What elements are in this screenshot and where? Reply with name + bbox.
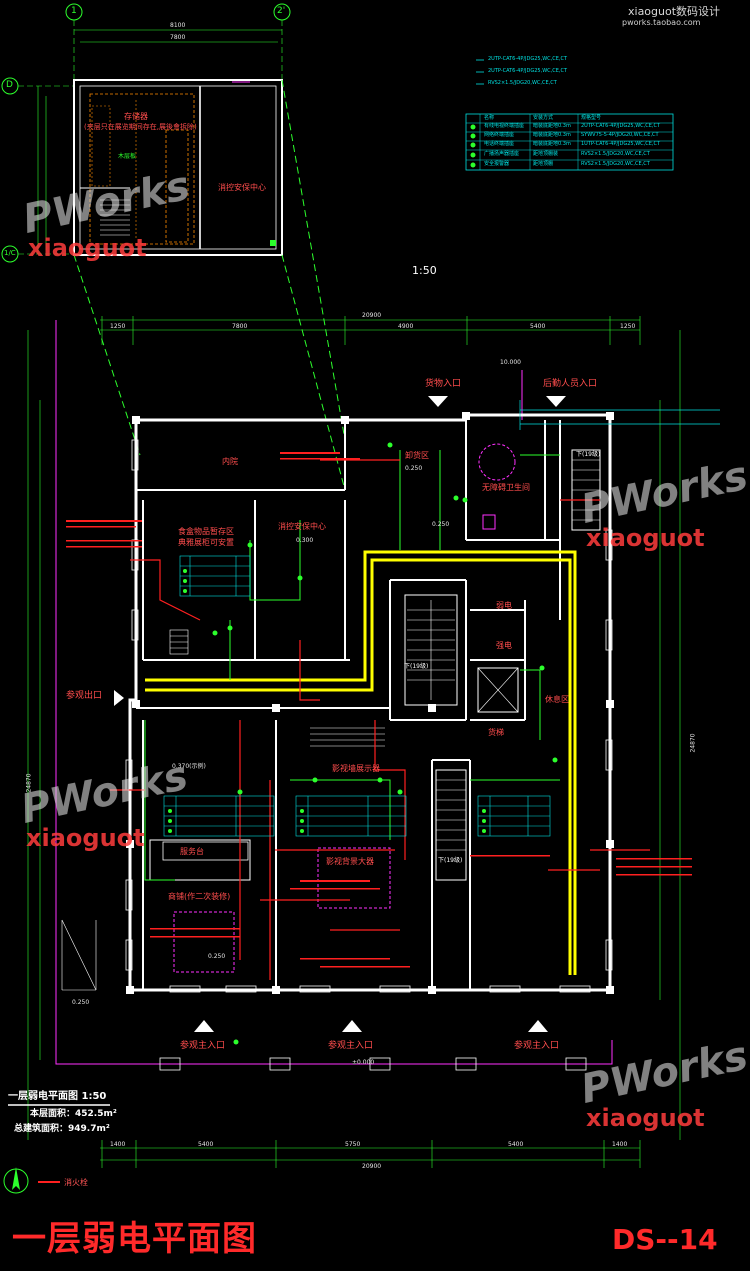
legend-cell: 有线电视终端插座 <box>484 123 525 129</box>
dim-right-total: 24870 <box>689 733 697 753</box>
room-shop: 商铺(作二次装修) <box>168 892 231 901</box>
dim-top-seg-2: 7800 <box>232 323 248 330</box>
entrance-main-2: 参观主入口 <box>328 1041 374 1051</box>
legend-cell: 暗装底距地0.3m <box>533 123 571 129</box>
legend-cell: 距地顶棚 <box>533 161 554 167</box>
legend-cell: 暗装底距地0.3m <box>533 132 571 138</box>
room-rest: 休息区 <box>545 695 569 704</box>
dim-bot-seg-4: 5400 <box>508 1141 524 1148</box>
legend-hydrant: 消火栓 <box>64 1178 88 1187</box>
legend-cell: 2UTP-CAT6-4P/JDG25,WC,CE,CT <box>581 123 661 129</box>
legend-cell: 网络终端插座 <box>484 132 515 138</box>
legend-cell: 电话终端插座 <box>484 141 515 147</box>
room-unload: 卸货区 <box>405 451 429 460</box>
room-strong: 强电 <box>496 641 512 650</box>
dim-top-seg-5: 1250 <box>620 323 636 330</box>
room-corridor: 内院 <box>222 457 238 466</box>
watermark-corner-line1: xiaoguot数码设计 <box>628 5 721 18</box>
scale-label: 1:50 <box>412 264 437 277</box>
level-4: 0.250 <box>432 521 450 528</box>
room-stair-2: 下(19级) <box>404 663 429 670</box>
room-store: 食盒物品暂存区 典雅展柜可安置 <box>178 527 234 548</box>
north-arrow-icon <box>3 1167 29 1194</box>
inset-plan <box>1 3 291 263</box>
legend-cell: 安全报警器 <box>484 161 510 167</box>
room-lift: 货梯 <box>488 728 504 737</box>
area-total: 总建筑面积：949.7m² <box>14 1124 110 1134</box>
dim-top-total: 20900 <box>362 312 382 319</box>
dim-bottom-total: 20900 <box>362 1163 382 1170</box>
axis-label-top-left: 1 <box>71 6 77 16</box>
room-inset-note: (夹层只在展览期间存在,展後會拆除) <box>84 123 197 131</box>
dim-top-seg-4: 5400 <box>530 323 546 330</box>
legend-header-cell: 规格型号 <box>581 115 602 121</box>
legend-cell: 广播扬声器插座 <box>484 151 520 157</box>
entrance-visitor-exit: 参观出口 <box>66 691 103 701</box>
legend-cell: SYWV75-5-4P/JDG20,WC,CE,CT <box>581 132 659 138</box>
room-video-wall: 影视墙展示器 <box>332 764 380 773</box>
room-inset-storage: 存储器 <box>124 112 148 121</box>
dim-bot-seg-5: 1400 <box>612 1141 628 1148</box>
room-stair-3: 下(19级) <box>438 857 463 864</box>
legend-header-cell: 安装方式 <box>533 115 554 121</box>
legend-cell: RVS2×1.5/JDG20,WC,CE,CT <box>581 151 650 157</box>
room-stair-1: 下(19级) <box>576 451 601 458</box>
legend-cell: 距地顶棚装 <box>533 151 559 157</box>
dim-bot-seg-1: 1400 <box>110 1141 126 1148</box>
main-plan <box>3 316 720 1194</box>
room-big-screen: 影视背景大器 <box>326 857 374 866</box>
room-toilet: 无障碍卫生间 <box>482 483 530 492</box>
entrance-goods: 货物入口 <box>425 379 462 389</box>
legend-cell: RVS2×1.5/JDG20,WC,CE,CT <box>581 161 650 167</box>
room-desk: 服务台 <box>180 847 204 856</box>
dim-top-seg-3: 4900 <box>398 323 414 330</box>
level-8: ±0.000 <box>352 1059 375 1066</box>
room-inset-stair: 木层板 <box>118 153 137 160</box>
note-line-2: 2UTP-CAT6-4P/JDG25,WC,CE,CT <box>488 68 568 74</box>
level-7: 0.250 <box>72 999 90 1006</box>
room-inset-control: 消控安保中心 <box>218 183 266 192</box>
drawing-title: 一层弱电平面图 <box>12 1219 257 1259</box>
dim-bot-seg-2: 5400 <box>198 1141 214 1148</box>
level-6: 0.250 <box>208 953 226 960</box>
legend-header-cell: 名称 <box>484 115 495 121</box>
cable-legend-table <box>465 59 674 171</box>
area-this-floor: 本层面积：452.5m² <box>30 1109 117 1119</box>
note-line-3: RVS2×1.5/JDG20,WC,CE,CT <box>488 80 557 86</box>
drawing-number: DS--14 <box>612 1223 718 1256</box>
room-control: 消控安保中心 <box>278 522 326 531</box>
legend-cell: 暗装底距地0.3m <box>533 141 571 147</box>
level-2: 0.250 <box>405 465 423 472</box>
dim-top-seg-1: 1250 <box>110 323 126 330</box>
dim-inset-a: 8100 <box>170 22 186 29</box>
level-3: 0.300 <box>296 537 314 544</box>
dim-inset-b: 7800 <box>170 34 186 41</box>
room-weak: 弱电 <box>496 601 512 610</box>
axis-label-left-upper: D <box>6 80 13 90</box>
entrance-main-1: 参观主入口 <box>180 1041 226 1051</box>
axis-label-left-lower: 1/C <box>4 249 16 257</box>
entrance-staff: 后勤人员入口 <box>543 379 598 389</box>
legend-cell: 1UTP-CAT6-4P/JDG25,WC,CE,CT <box>581 141 661 147</box>
dim-bot-seg-3: 5750 <box>345 1141 361 1148</box>
watermark-corner-line2: pworks.taobao.com <box>622 18 701 27</box>
entrance-main-3: 参观主入口 <box>514 1041 560 1051</box>
note-line-1: 2UTP-CAT6-4P/JDG25,WC,CE,CT <box>488 56 568 62</box>
level-5: 0.370(示例) <box>172 763 206 770</box>
plan-label: 一层弱电平面图 1:50 <box>8 1091 107 1102</box>
level-1: 10.000 <box>500 359 521 366</box>
axis-label-top-right: 2' <box>277 6 286 16</box>
